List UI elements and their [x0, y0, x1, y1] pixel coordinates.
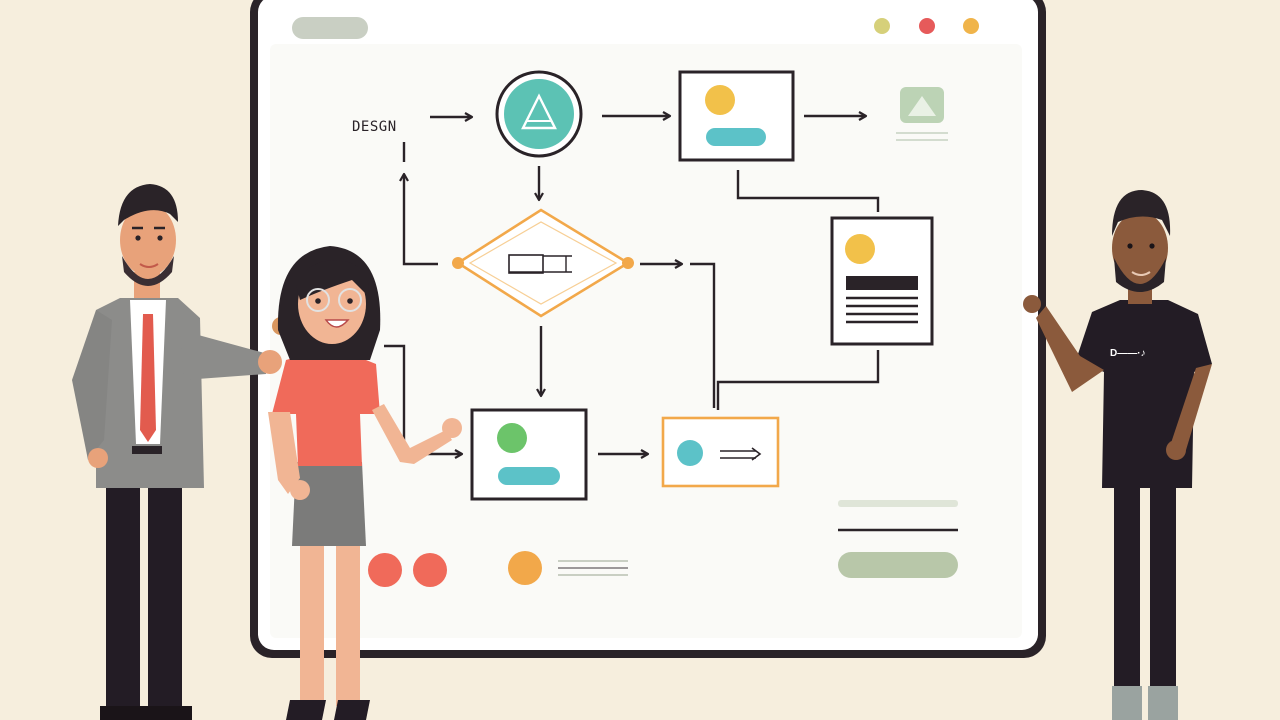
- profile-card-node-top: [678, 70, 795, 162]
- window-dot-left: [874, 18, 890, 34]
- image-icon: [896, 87, 948, 141]
- person-woman-red-blouse: [268, 246, 462, 720]
- whiteboard-window: [250, 0, 1046, 658]
- window-dot-middle: [919, 18, 935, 34]
- person-man-grey-suit: [72, 184, 290, 720]
- title-bar-pill: [292, 17, 368, 39]
- window-dot-right: [963, 18, 979, 34]
- bottom-right-widget: [838, 500, 958, 578]
- shirt-print-text: D——·♪: [1110, 348, 1146, 359]
- person-man-black-tshirt: D——·♪: [1023, 190, 1212, 720]
- start-label: DESGN: [352, 119, 397, 135]
- triangle-icon: [521, 93, 557, 130]
- output-card-node: [661, 416, 780, 488]
- document-card-node: [830, 216, 934, 346]
- flowchart: DESGN: [352, 70, 958, 587]
- decision-diamond-node: [452, 208, 634, 318]
- profile-card-node-bottom: [470, 408, 588, 501]
- bottom-left-dots: [368, 551, 628, 587]
- start-circle-node: [495, 70, 583, 158]
